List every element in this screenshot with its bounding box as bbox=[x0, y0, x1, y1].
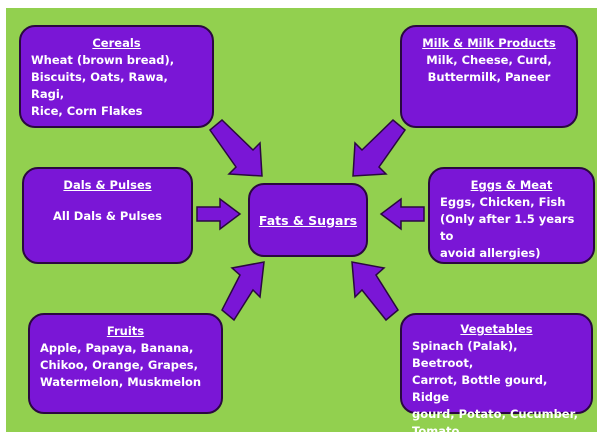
milk-title: Milk & Milk Products bbox=[422, 36, 556, 50]
eggs-line: Eggs, Chicken, Fish bbox=[440, 195, 566, 209]
dals-title: Dals & Pulses bbox=[63, 178, 152, 192]
eggs-box: Eggs & Meat Eggs, Chicken, Fish (Only af… bbox=[428, 167, 595, 264]
vegetables-line: Spinach (Palak), Beetroot, bbox=[412, 339, 518, 370]
cereals-line: Rice, Corn Flakes bbox=[31, 104, 143, 118]
arrow-cereals bbox=[208, 118, 263, 177]
vegetables-box: Vegetables Spinach (Palak), Beetroot, Ca… bbox=[400, 313, 593, 438]
center-box: Fats & Sugars bbox=[248, 183, 368, 257]
arrow-milk bbox=[352, 118, 407, 177]
vegetables-line: Tomato bbox=[412, 424, 460, 438]
dals-line: All Dals & Pulses bbox=[53, 209, 162, 223]
fruits-line: Chikoo, Orange, Grapes, bbox=[40, 358, 198, 372]
vegetables-line: gourd, Potato, Cucumber, bbox=[412, 407, 578, 421]
cereals-line: Wheat (brown bread), bbox=[31, 53, 175, 67]
dals-box: Dals & Pulses All Dals & Pulses bbox=[22, 167, 193, 264]
arrow-eggs bbox=[379, 197, 425, 231]
cereals-title: Cereals bbox=[92, 36, 141, 50]
arrow-vegetables bbox=[351, 261, 399, 322]
cereals-box: Cereals Wheat (brown bread), Biscuits, O… bbox=[19, 25, 214, 128]
milk-line: Milk, Cheese, Curd, bbox=[426, 53, 552, 67]
eggs-line: avoid allergies) bbox=[440, 246, 541, 260]
eggs-line: (Only after 1.5 years to bbox=[440, 212, 575, 243]
milk-box: Milk & Milk Products Milk, Cheese, Curd,… bbox=[400, 25, 578, 128]
cereals-line: Biscuits, Oats, Rawa, Ragi, bbox=[31, 70, 168, 101]
fruits-line: Watermelon, Muskmelon bbox=[40, 375, 202, 389]
milk-line: Buttermilk, Paneer bbox=[427, 70, 551, 84]
fruits-title: Fruits bbox=[106, 324, 145, 338]
vegetables-line: Carrot, Bottle gourd, Ridge bbox=[412, 373, 548, 404]
arrow-dals bbox=[196, 197, 242, 231]
center-title: Fats & Sugars bbox=[258, 212, 358, 228]
fruits-line: Apple, Papaya, Banana, bbox=[40, 341, 194, 355]
fruits-box: Fruits Apple, Papaya, Banana, Chikoo, Or… bbox=[28, 313, 223, 414]
arrow-fruits bbox=[221, 261, 265, 322]
vegetables-title: Vegetables bbox=[460, 322, 533, 336]
eggs-title: Eggs & Meat bbox=[470, 178, 553, 192]
